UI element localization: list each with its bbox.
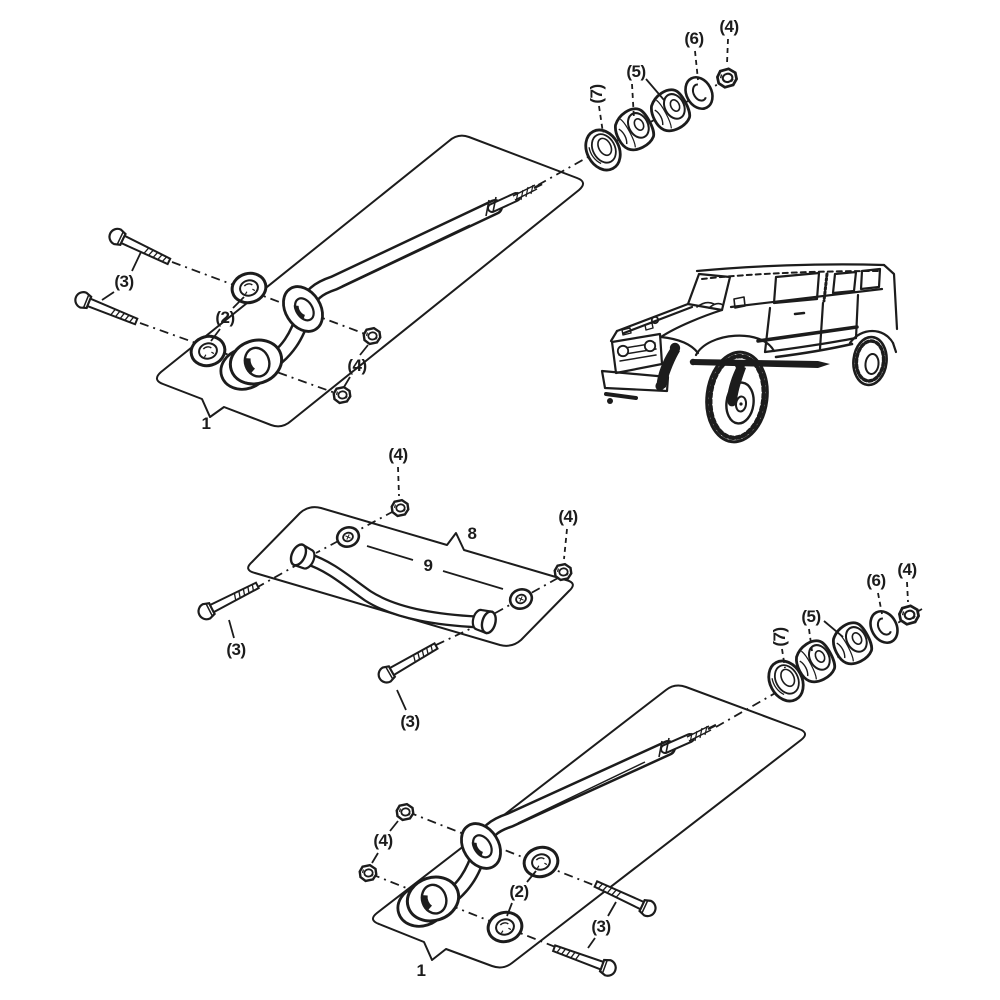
callout-lower-row-nut: (4): [897, 560, 917, 579]
callout-middle-torque-rod: 9: [423, 556, 433, 575]
lower-panel-outline: [372, 684, 806, 969]
callout-lower-row-washer: (6): [866, 571, 886, 590]
callout-lower-bolts: (3): [591, 917, 611, 936]
highlighted-radius-arms: [655, 342, 830, 407]
callout-upper-row-cup-washer: (7): [587, 84, 606, 104]
upper-radius-arm: [212, 182, 543, 397]
middle-assembly-axes: [255, 510, 559, 646]
callout-middle-nut-top: (4): [388, 445, 408, 464]
callout-upper-nuts: (4): [347, 356, 367, 375]
callout-upper-bushings: (2): [215, 308, 235, 327]
callout-upper-row-washer: (6): [684, 29, 704, 48]
lower-radius-arm: [389, 723, 717, 934]
lower-parts-row: [760, 603, 922, 709]
callout-upper-bolts: (3): [114, 272, 134, 291]
callout-lower-bushings: (2): [509, 882, 529, 901]
vehicle-illustration: [600, 263, 899, 444]
callout-lower-nuts: (4): [373, 831, 393, 850]
callout-upper-radius-arm: 1: [201, 414, 211, 433]
callout-lower-radius-arm: 1: [416, 961, 426, 980]
callout-middle-bracket: 8: [467, 524, 477, 543]
callout-upper-row-nut: (4): [719, 17, 739, 36]
leader-lines: [101, 78, 844, 949]
torque-rod: [286, 540, 500, 636]
middle-nut: [389, 498, 574, 582]
callout-upper-row-bushings: (5): [626, 62, 646, 81]
callout-lower-row-cup-washer: (7): [770, 627, 789, 647]
callout-middle-bolt-left: (3): [226, 640, 246, 659]
upper-panel-outline: [156, 134, 584, 428]
callout-middle-bolt-bottom: (3): [400, 712, 420, 731]
callout-middle-nut-right: (4): [558, 507, 578, 526]
callout-lower-row-bushings: (5): [801, 607, 821, 626]
leader-lines-dashed: [397, 38, 909, 669]
middle-panel-outline: [247, 506, 574, 647]
